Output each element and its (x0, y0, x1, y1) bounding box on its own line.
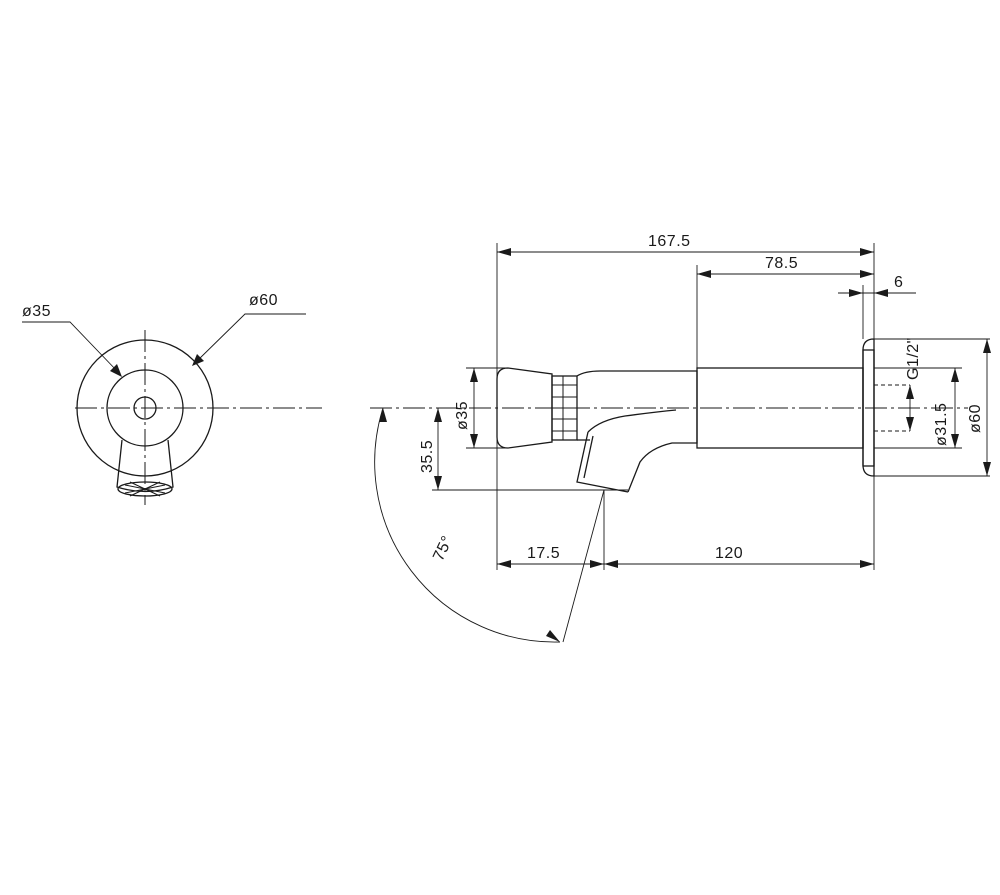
arrow-head (874, 289, 888, 297)
label-body-length: 78.5 (765, 255, 798, 272)
label-dia-outer: ø60 (249, 292, 278, 309)
push-button (496, 367, 553, 449)
arrow-head (906, 417, 914, 431)
label-thread: G1/2" (905, 337, 922, 380)
label-spout-offset: 17.5 (527, 545, 560, 562)
valve-body (576, 370, 698, 493)
label-spout-to-wall: 120 (715, 545, 743, 562)
label-dia-flange: ø60 (967, 404, 984, 433)
rosette-outer-circle (76, 339, 214, 477)
label-dia-button: ø35 (454, 401, 471, 430)
leader-dia-outer (195, 313, 306, 363)
button-center-circle (133, 396, 157, 420)
arrow-head (697, 270, 711, 278)
spout-inner-contour (587, 409, 677, 433)
leader-dia-inner (22, 321, 119, 373)
arrow-head (951, 434, 959, 448)
side-view: 167.5 78.5 6 G1/2" ø31.5 ø60 (370, 233, 991, 643)
arrow-head (604, 560, 618, 568)
arrow-head (470, 434, 478, 448)
arrow-head (434, 408, 442, 422)
spout-outline (576, 431, 629, 493)
arrow-head (983, 339, 991, 353)
arrow-head (860, 270, 874, 278)
arrow-head (110, 364, 122, 377)
arrow-head (470, 368, 478, 382)
arrow-head (192, 354, 204, 366)
label-spout-drop: 35.5 (419, 440, 436, 473)
arrow-head (379, 408, 387, 422)
arrow-head (983, 462, 991, 476)
arrow-head (951, 368, 959, 382)
front-aerator-mesh (124, 481, 166, 497)
arrow-head (497, 248, 511, 256)
arrow-head (546, 630, 560, 642)
label-dia-inner: ø35 (22, 303, 51, 320)
label-angle: 75° (430, 533, 456, 563)
label-overall-length: 167.5 (648, 233, 691, 250)
arrow-head (497, 560, 511, 568)
label-dia-stem: ø31.5 (933, 403, 950, 446)
front-view: ø35 ø60 (22, 292, 322, 505)
label-flange-thickness: 6 (894, 274, 903, 291)
arrow-head (434, 476, 442, 490)
arrow-head (906, 385, 914, 399)
arrow-head (590, 560, 604, 568)
arrow-head (860, 248, 874, 256)
angle-arc (374, 407, 561, 643)
angle-leg (562, 489, 605, 643)
front-spout-outlet (117, 481, 173, 497)
spout-inner-line (583, 435, 594, 479)
front-spout-body (116, 439, 174, 493)
arrow-head (849, 289, 863, 297)
arrow-head (860, 560, 874, 568)
button-circle (106, 369, 184, 447)
